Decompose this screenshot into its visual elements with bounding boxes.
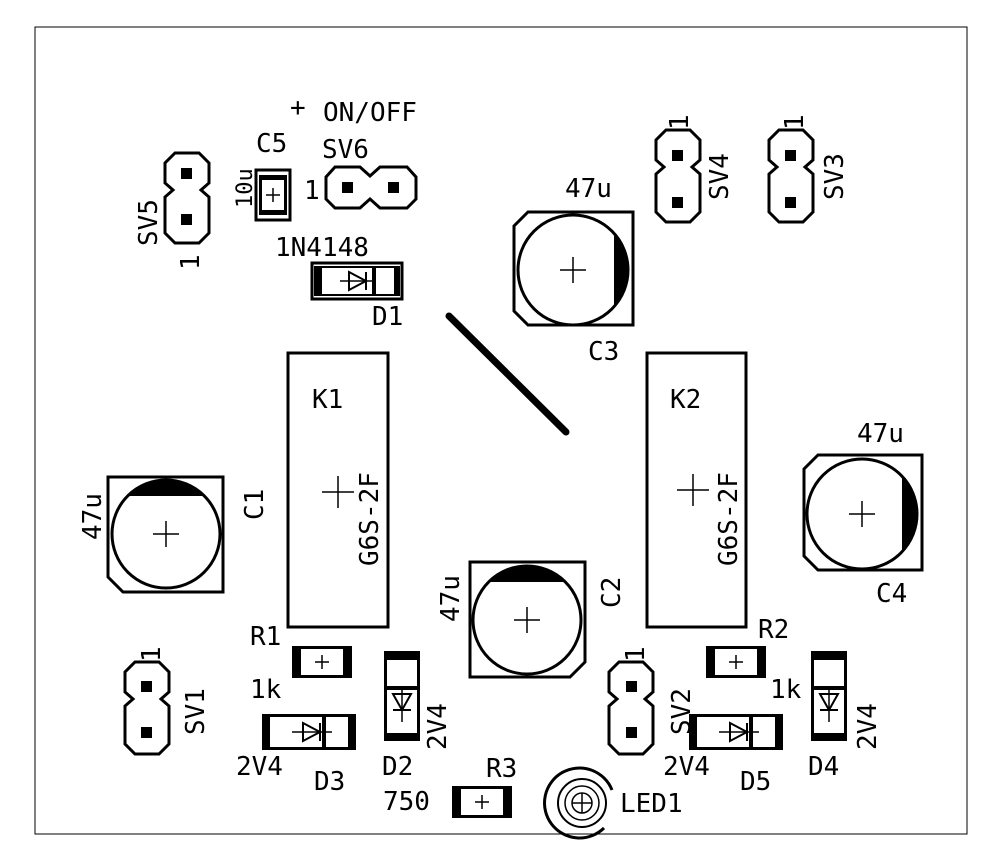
- c1-value: 47u: [78, 493, 108, 540]
- c4-name: C4: [876, 579, 907, 609]
- sv6-pin-1: 1: [304, 176, 320, 206]
- c5-name: C5: [256, 129, 287, 159]
- header-sv1: SV1 1: [123, 646, 211, 756]
- sv2-pin-1: 1: [621, 646, 651, 662]
- sv6-name: SV6: [322, 135, 369, 165]
- sv4-pin-1: 1: [665, 114, 695, 130]
- diode-d2: 2V4 D2: [382, 651, 453, 782]
- r1-value: 1k: [250, 675, 282, 705]
- d5-name: D5: [740, 767, 771, 797]
- d3-value: 2V4: [236, 752, 283, 782]
- k1-name: K1: [312, 385, 343, 415]
- r3-value: 750: [383, 787, 430, 817]
- led-led1: LED1: [543, 766, 683, 840]
- capacitor-c4: 47u C4: [802, 419, 924, 609]
- sv3-pin-1: 1: [780, 114, 810, 130]
- d4-value: 2V4: [853, 703, 883, 750]
- diode-d1: 1N4148 D1: [275, 233, 404, 332]
- c3-name: C3: [588, 337, 619, 367]
- diode-d4: 2V4 D4: [808, 651, 883, 782]
- c4-value: 47u: [857, 419, 904, 449]
- k1-value: G6S-2F: [355, 472, 385, 566]
- d1-value: 1N4148: [275, 233, 369, 263]
- k2-value: G6S-2F: [714, 472, 744, 566]
- d4-name: D4: [808, 752, 839, 782]
- c2-value: 47u: [436, 575, 466, 622]
- sv1-name: SV1: [181, 688, 211, 735]
- c1-name: C1: [240, 489, 270, 520]
- d3-name: D3: [314, 767, 345, 797]
- power-switch-text: ON/OFF: [323, 98, 417, 128]
- relay-k2: K2 G6S-2F: [645, 351, 748, 629]
- sv3-name: SV3: [820, 153, 850, 200]
- diode-d3: 2V4 D3: [236, 714, 356, 797]
- relay-k1: K1 G6S-2F: [286, 351, 390, 629]
- r3-name: R3: [486, 754, 517, 784]
- component-c5: C5 10u: [233, 129, 292, 222]
- capacitor-c1: 47u C1: [78, 475, 270, 594]
- header-sv5: SV5 1: [134, 151, 211, 270]
- r2-name: R2: [758, 615, 789, 645]
- c2-name: C2: [597, 577, 627, 608]
- header-sv6: SV6 1: [304, 135, 418, 210]
- led1-name: LED1: [620, 789, 683, 819]
- d5-value: 2V4: [663, 752, 710, 782]
- power-switch-label: + ON/OFF: [290, 93, 417, 128]
- capacitor-c3: 47u C3: [512, 174, 635, 367]
- r1-name: R1: [250, 622, 281, 652]
- diode-d5: 2V4 D5: [663, 714, 783, 797]
- sv5-name: SV5: [134, 199, 164, 246]
- c3-value: 47u: [565, 174, 612, 204]
- header-sv3: SV3 1: [767, 114, 850, 224]
- header-sv4: SV4 1: [654, 114, 735, 224]
- header-sv2: SV2 1: [607, 646, 697, 756]
- capacitor-c2: 47u C2: [436, 560, 627, 679]
- k2-name: K2: [670, 385, 701, 415]
- wire-jumper: [445, 312, 570, 436]
- r2-value: 1k: [770, 675, 802, 705]
- resistor-r2: R2 1k: [706, 615, 802, 705]
- sv5-pin-1: 1: [176, 254, 206, 270]
- c5-value: 10u: [233, 168, 258, 208]
- resistor-r3: R3 750: [383, 754, 517, 818]
- d1-name: D1: [372, 302, 403, 332]
- resistor-r1: R1 1k: [250, 622, 352, 705]
- d2-name: D2: [382, 752, 413, 782]
- sv1-pin-1: 1: [137, 646, 167, 662]
- board-outline: [34, 26, 968, 835]
- sv4-name: SV4: [705, 153, 735, 200]
- d2-value: 2V4: [423, 703, 453, 750]
- power-plus-sign: +: [290, 93, 306, 123]
